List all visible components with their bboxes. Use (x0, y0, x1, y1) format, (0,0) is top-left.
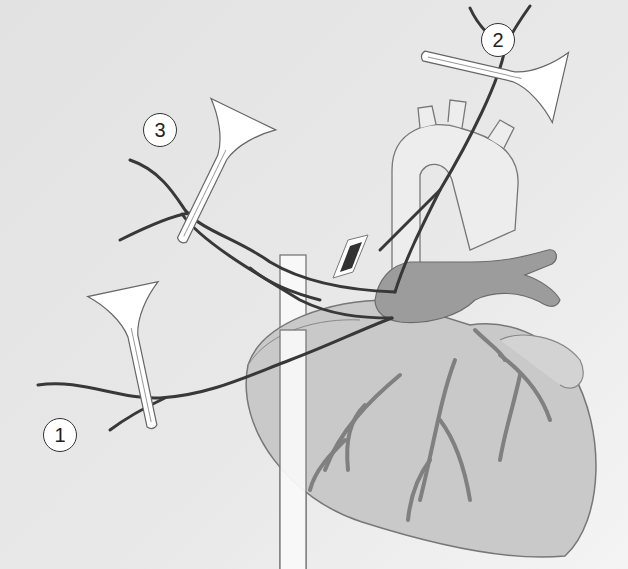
callout-number: 1 (54, 425, 65, 445)
callout-circle: 2 (481, 23, 515, 57)
callout-circle: 3 (143, 113, 177, 147)
probe-2 (413, 20, 568, 122)
callout-number: 2 (492, 30, 503, 50)
pulmonary-artery (375, 250, 560, 323)
nerves (38, 6, 530, 430)
coronary-vessels (310, 330, 550, 520)
probe-1 (88, 282, 188, 436)
callout-number: 3 (154, 120, 165, 140)
callout-circle: 1 (43, 418, 77, 452)
